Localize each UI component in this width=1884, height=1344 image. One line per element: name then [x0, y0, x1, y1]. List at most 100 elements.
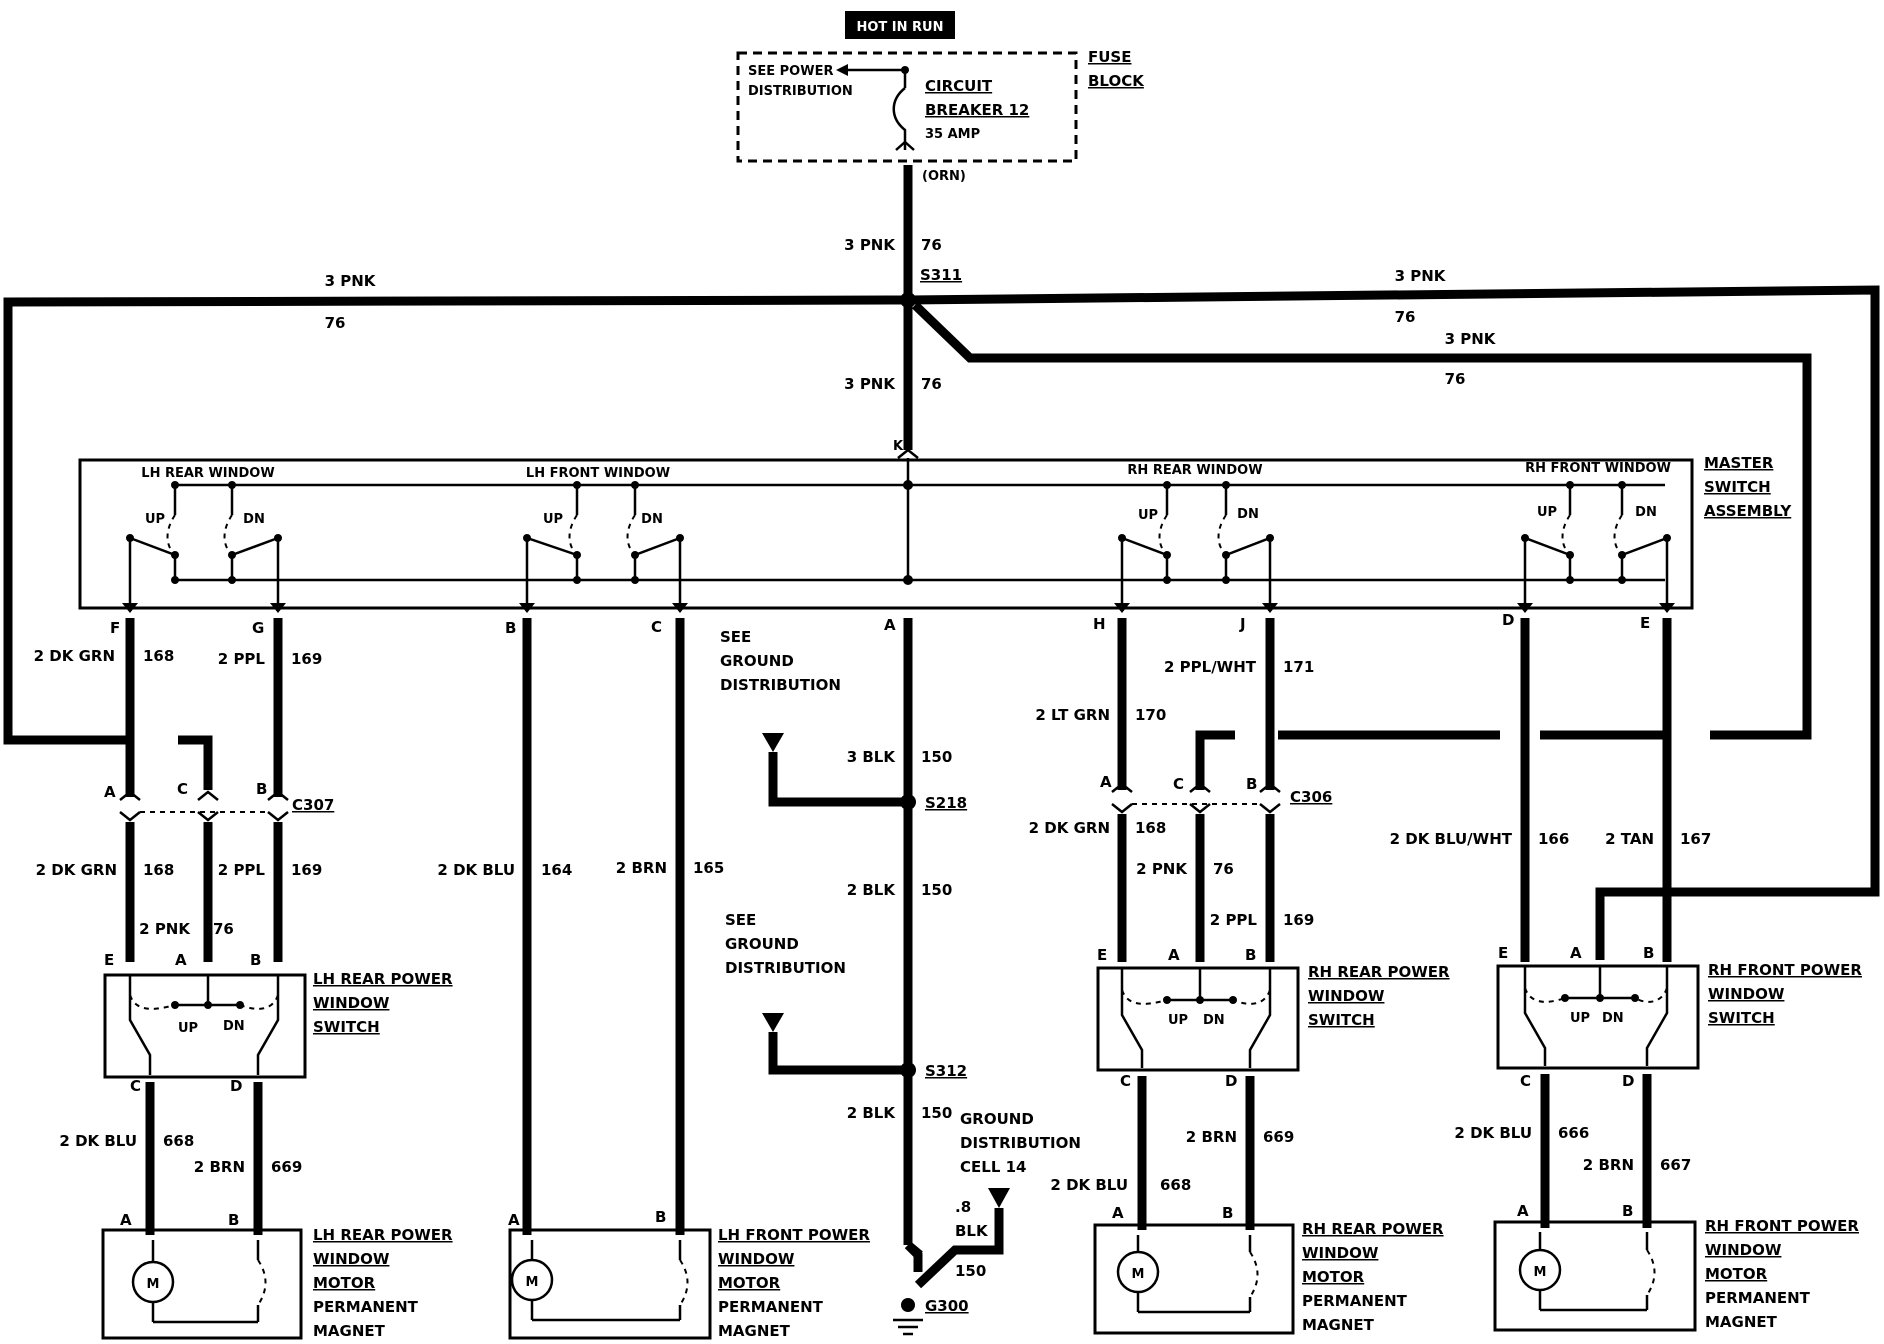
svg-text:2 PPL: 2 PPL [218, 861, 266, 879]
svg-text:C: C [1520, 1072, 1531, 1090]
svg-text:G300: G300 [925, 1297, 969, 1315]
svg-text:170: 170 [1135, 706, 1166, 724]
svg-text:WINDOW: WINDOW [718, 1250, 795, 1268]
svg-text:RH FRONT POWER: RH FRONT POWER [1708, 961, 1862, 979]
svg-text:MOTOR: MOTOR [718, 1274, 781, 1292]
svg-text:MOTOR: MOTOR [1705, 1265, 1768, 1283]
hot-in-run-label: HOT IN RUN [856, 20, 943, 35]
fuse-block-outline [736, 51, 1078, 163]
lh-rear-master-switch: UP DN [122, 481, 286, 613]
ground-arrow-icon [988, 1188, 1010, 1208]
svg-text:150: 150 [921, 881, 952, 899]
svg-text:LH FRONT POWER: LH FRONT POWER [718, 1226, 870, 1244]
svg-text:2 BRN: 2 BRN [1583, 1156, 1634, 1174]
svg-text:667: 667 [1660, 1156, 1691, 1174]
svg-text:DISTRIBUTION: DISTRIBUTION [960, 1134, 1081, 1152]
svg-text:B: B [655, 1208, 666, 1226]
svg-text:2 PPL/WHT: 2 PPL/WHT [1164, 658, 1257, 676]
svg-text:SEE: SEE [720, 628, 751, 646]
svg-text:PERMANENT: PERMANENT [1302, 1292, 1408, 1310]
ground-wire-08blk [914, 1208, 1004, 1289]
pin-b-master: B [505, 619, 516, 637]
circuit-label: CIRCUIT [925, 77, 993, 95]
svg-text:B: B [1222, 1204, 1233, 1222]
pin-a-master: A [884, 616, 896, 634]
svg-text:669: 669 [271, 1158, 302, 1176]
svg-text:2 TAN: 2 TAN [1605, 830, 1654, 848]
svg-text:2 BLK: 2 BLK [847, 881, 897, 899]
svg-text:RH REAR POWER: RH REAR POWER [1302, 1220, 1444, 1238]
svg-text:DN: DN [223, 1019, 245, 1034]
svg-text:BLK: BLK [955, 1222, 989, 1240]
svg-text:DN: DN [1602, 1011, 1624, 1026]
svg-text:LH REAR POWER: LH REAR POWER [313, 1226, 453, 1244]
svg-text:M: M [1534, 1265, 1547, 1280]
lh-rear-motor-box [101, 1228, 303, 1340]
svg-text:2 PNK: 2 PNK [139, 920, 191, 938]
svg-text:WINDOW: WINDOW [1705, 1241, 1782, 1259]
assembly-label: ASSEMBLY [1704, 502, 1792, 520]
svg-text:DN: DN [1237, 507, 1259, 522]
svg-text:RH FRONT POWER: RH FRONT POWER [1705, 1217, 1859, 1235]
svg-text:UP: UP [1138, 508, 1158, 523]
svg-text:MOTOR: MOTOR [1302, 1268, 1365, 1286]
svg-text:169: 169 [1283, 911, 1314, 929]
svg-text:PERMANENT: PERMANENT [1705, 1289, 1811, 1307]
c307-connector [119, 790, 289, 822]
svg-text:UP: UP [145, 512, 165, 527]
rh-rear-window-label: RH REAR WINDOW [1127, 463, 1262, 478]
svg-text:A: A [1168, 946, 1180, 964]
arrow-left-icon [836, 64, 848, 76]
svg-text:DN: DN [641, 512, 663, 527]
svg-text:2 DK GRN: 2 DK GRN [36, 861, 117, 879]
ground-arrow-icon [762, 1013, 784, 1032]
svg-text:C: C [1120, 1072, 1131, 1090]
svg-text:UP: UP [178, 1021, 198, 1036]
svg-text:S312: S312 [925, 1062, 967, 1080]
svg-text:UP: UP [1168, 1013, 1188, 1028]
feed-76-label: 76 [921, 236, 942, 254]
svg-text:WINDOW: WINDOW [1302, 1244, 1379, 1262]
svg-text:D: D [230, 1077, 242, 1095]
svg-text:2 DK BLU/WHT: 2 DK BLU/WHT [1390, 830, 1513, 848]
c307-label: C307 [292, 796, 334, 814]
svg-text:150: 150 [921, 748, 952, 766]
s311-label: S311 [920, 266, 962, 284]
rh-front-switch-internal: UP DN [1523, 966, 1669, 1066]
svg-text:2 DK BLU: 2 DK BLU [59, 1132, 137, 1150]
lh-rear-switch-box [103, 973, 307, 1079]
pin-e-master: E [1640, 614, 1650, 632]
c306-connector [1111, 782, 1281, 814]
rh-front-window-label: RH FRONT WINDOW [1525, 461, 1671, 476]
svg-text:164: 164 [541, 861, 572, 879]
pin-k-label: K [893, 439, 904, 454]
svg-text:2 DK BLU: 2 DK BLU [1050, 1176, 1128, 1194]
master-76-label: 76 [921, 375, 942, 393]
rh-rear-switch-box [1096, 966, 1300, 1072]
svg-text:150: 150 [955, 1262, 986, 1280]
svg-text:C: C [1173, 775, 1184, 793]
svg-text:168: 168 [143, 861, 174, 879]
svg-text:A: A [104, 783, 116, 801]
right-inner-loop-wire [911, 301, 1812, 740]
svg-text:SWITCH: SWITCH [313, 1018, 380, 1036]
svg-text:168: 168 [1135, 819, 1166, 837]
svg-text:DISTRIBUTION: DISTRIBUTION [725, 959, 846, 977]
svg-text:2 BRN: 2 BRN [1186, 1128, 1237, 1146]
svg-text:PERMANENT: PERMANENT [313, 1298, 419, 1316]
breaker-label: BREAKER 12 [925, 101, 1029, 119]
svg-text:SWITCH: SWITCH [1308, 1011, 1375, 1029]
svg-text:A: A [508, 1211, 520, 1229]
s312-splice [900, 1062, 916, 1078]
circuit-breaker-symbol [892, 70, 907, 150]
svg-text:GROUND: GROUND [725, 935, 799, 953]
svg-text:DISTRIBUTION: DISTRIBUTION [720, 676, 841, 694]
see-power-label: SEE POWER [748, 64, 833, 79]
svg-text:S218: S218 [925, 794, 967, 812]
block-label: BLOCK [1088, 72, 1145, 90]
svg-text:E: E [1097, 946, 1107, 964]
switch-label: SWITCH [1704, 478, 1771, 496]
svg-text:GROUND: GROUND [720, 652, 794, 670]
pin-h-master: H [1093, 615, 1106, 633]
